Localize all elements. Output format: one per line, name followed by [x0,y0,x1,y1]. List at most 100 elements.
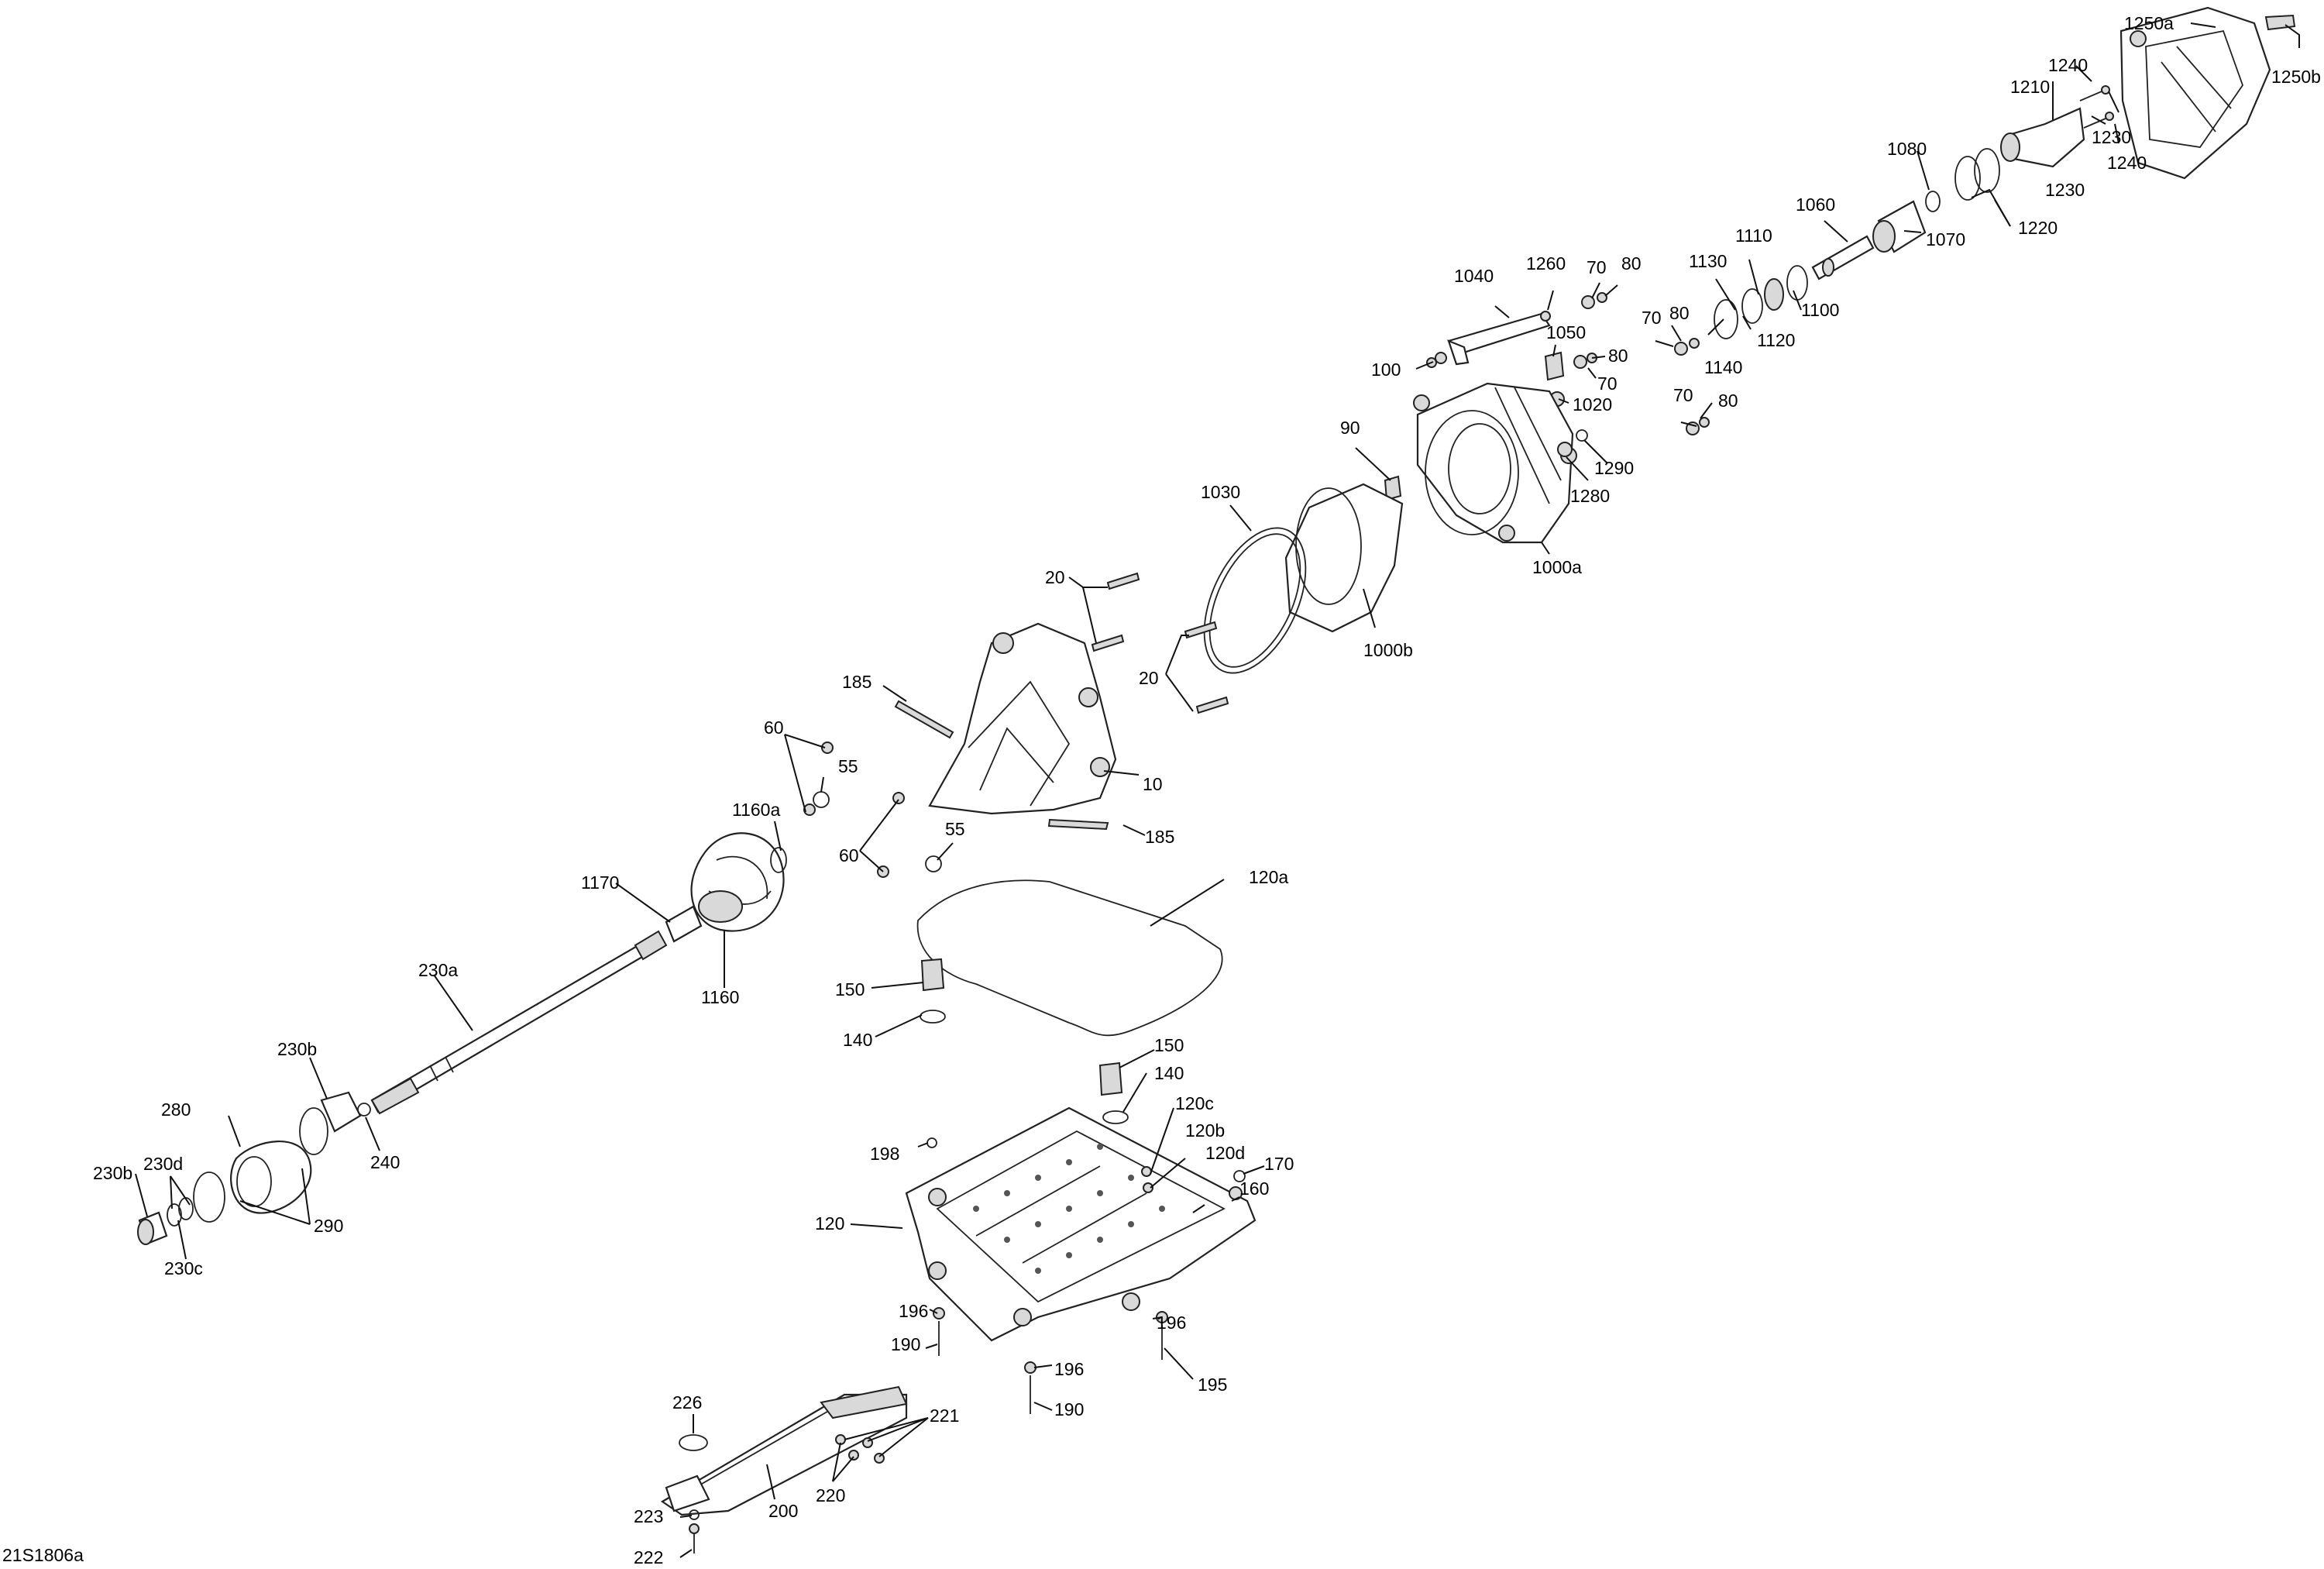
intake-support-part [928,622,1117,815]
callout-label: 1120 [1757,330,1795,350]
nuts-part [803,741,942,878]
callout-label: 1000a [1532,557,1582,577]
cone-part [2000,107,2085,168]
callout-label: 70 [1673,385,1693,405]
callout-label: 1060 [1796,194,1835,215]
callout-label: 10 [1143,774,1163,794]
studs-part [1091,572,1229,714]
o-ring-part [1954,156,1981,201]
callout-label: 20 [1139,668,1159,688]
callout-label: 150 [1154,1035,1184,1055]
callout-label: 80 [1718,391,1738,411]
reference-code: 21S1806a [2,1545,84,1565]
ring-part [1741,288,1763,324]
callout-label: 230b [277,1039,317,1059]
callout-label: 160 [1239,1178,1269,1199]
callout-label: 220 [816,1485,845,1505]
ring-part [1714,299,1738,339]
fitting-part [1544,351,1565,381]
callout-label: 230b [93,1163,132,1183]
callout-label: 80 [1608,346,1628,366]
callout-label: 230a [418,960,458,980]
callout-label: 80 [1621,253,1642,274]
callout-label: 195 [1198,1375,1227,1395]
callout-label: 1250a [2124,13,2174,33]
callout-label: 120a [1249,867,1288,887]
callout-label: 1220 [2018,218,2058,238]
fitting-part [920,958,1129,1124]
shaft-part [1811,235,1875,280]
callout-label: 140 [843,1030,872,1050]
washers-part [927,1137,1246,1414]
callout-label: 1260 [1526,253,1566,274]
callout-label: 1020 [1573,394,1612,415]
callout-label: 196 [1054,1359,1084,1379]
callout-label: 185 [842,672,871,692]
callout-label: 120 [815,1213,844,1234]
callout-label: 196 [899,1301,928,1321]
callout-label: 198 [870,1144,899,1164]
callout-label: 140 [1154,1063,1184,1083]
bracket-part [1426,311,1551,368]
callout-label: 1280 [1570,486,1610,506]
callout-label: 120c [1175,1093,1214,1113]
callout-label: 1160 [701,987,739,1007]
callout-label: 55 [838,756,858,776]
fitting-part [1384,475,1402,501]
callout-label: 1240 [2048,55,2088,75]
callout-label: 70 [1587,257,1607,277]
callout-label: 90 [1340,418,1360,438]
callout-label: 185 [1145,827,1174,847]
callout-label: 100 [1371,360,1401,380]
callout-label: 150 [835,979,865,1000]
callout-label: 200 [768,1501,798,1521]
callout-label: 120d [1205,1143,1245,1163]
callout-label: 221 [930,1406,959,1426]
callout-label: 1140 [1704,357,1742,377]
washer-part [1576,429,1588,442]
pin-part [1047,818,1109,831]
callout-label: 1070 [1926,229,1965,249]
callout-label: 1110 [1735,225,1772,246]
callout-label: 170 [1264,1154,1294,1174]
callout-label: 20 [1045,567,1065,587]
callout-label: 1080 [1887,139,1927,159]
callout-label: 1240 [2107,153,2147,173]
callout-label: 80 [1669,303,1690,323]
pin-part [894,700,954,739]
callout-labels: 1250a 1250b 1240 1210 1230 1240 1230 108… [93,13,2321,1567]
callout-label: 222 [634,1547,663,1567]
callout-label: 1290 [1594,458,1634,478]
impeller-part [690,832,787,932]
boot-part [137,1091,362,1245]
callout-label: 60 [764,717,784,738]
pump-housing-part [1413,382,1577,544]
callout-label: 1030 [1201,482,1240,502]
ride-plate-part [905,1106,1257,1342]
callout-label: 1230 [2045,180,2085,200]
callout-label: 196 [1157,1313,1186,1333]
washer-part [1557,442,1573,457]
callout-label: 190 [891,1334,920,1354]
callout-label: 190 [1054,1399,1084,1419]
callout-label: 1000b [1363,640,1413,660]
venturi-part [2119,6,2296,180]
ring-part [1764,278,1784,311]
callout-label: 226 [672,1392,702,1412]
wear-ring-part [1284,483,1404,633]
callout-label: 55 [945,819,965,839]
callout-label: 230c [164,1258,203,1278]
o-ring-part [1208,533,1301,668]
callout-label: 1100 [1801,300,1839,320]
o-ring-part [1974,148,2000,193]
drive-shaft-part [370,930,668,1115]
callout-label: 230d [143,1154,183,1174]
callout-label: 1040 [1454,266,1494,286]
callout-label: 120b [1185,1120,1225,1141]
callout-label: 70 [1597,373,1618,394]
leader-lines [135,22,2300,1558]
callout-label: 1230 [2092,127,2131,147]
callout-label: 1130 [1689,251,1727,271]
sleeve-part [665,905,703,943]
